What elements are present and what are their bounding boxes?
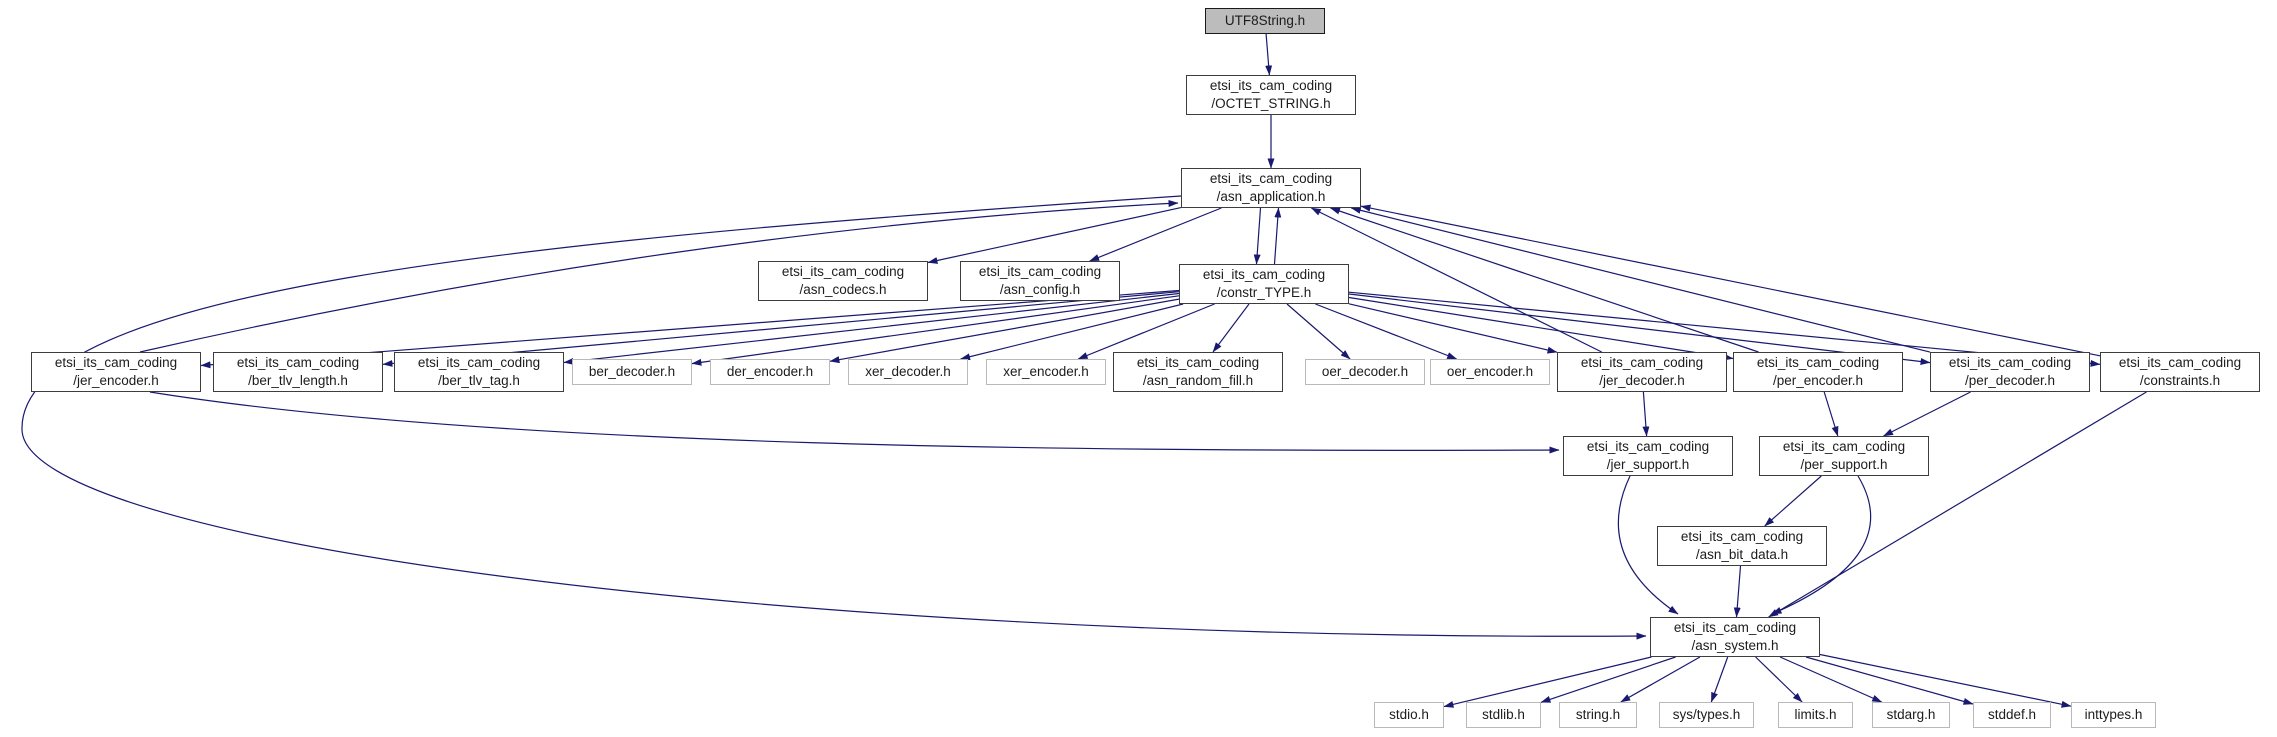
graph-node-constraints[interactable]: etsi_its_cam_coding /constraints.h [2100,352,2260,392]
edge-jer_encoder-asn_application [139,199,1179,353]
graph-node-asn_config[interactable]: etsi_its_cam_coding /asn_config.h [960,261,1120,301]
edge-jer_support-asn_system [1617,475,1679,615]
edge-asn_system-inttypes [1819,653,2072,708]
edge-constr_type-per_encoder [1348,296,1734,361]
graph-node-per_support[interactable]: etsi_its_cam_coding /per_support.h [1759,436,1929,476]
graph-node-xer_decoder: xer_decoder.h [848,359,968,385]
edge-constr_type-per_decoder [1348,293,1931,365]
edge-constr_type-der_encoder [829,298,1180,364]
graph-node-limits: limits.h [1778,702,1853,728]
edge-asn_system-stdio [1443,656,1652,708]
edge-asn_system-sys_types [1710,656,1729,703]
graph-node-asn_codecs[interactable]: etsi_its_cam_coding /asn_codecs.h [758,261,928,301]
graph-node-jer_encoder[interactable]: etsi_its_cam_coding /jer_encoder.h [31,352,201,392]
edge-constr_type-xer_encoder [1077,303,1215,360]
edge-per_decoder-asn_application [1350,206,1931,353]
edge-jer_decoder-jer_support [1642,391,1650,437]
graph-node-jer_decoder[interactable]: etsi_its_cam_coding /jer_decoder.h [1557,352,1727,392]
graph-node-inttypes: inttypes.h [2071,702,2156,728]
edge-constr_type-asn_application [1273,207,1282,265]
edge-constr_type-oer_encoder [1315,303,1458,360]
graph-node-stddef: stddef.h [1973,702,2051,728]
graph-node-asn_random_fill[interactable]: etsi_its_cam_coding /asn_random_fill.h [1113,352,1283,392]
graph-node-stdio: stdio.h [1374,702,1444,728]
edge-per_encoder-asn_application [1330,207,1759,353]
edge-asn_application-constr_type [1253,207,1262,265]
edge-asn_system-stdlib [1540,656,1676,703]
graph-node-constr_type[interactable]: etsi_its_cam_coding /constr_TYPE.h [1179,264,1349,304]
graph-node-asn_application[interactable]: etsi_its_cam_coding /asn_application.h [1181,168,1361,208]
edge-asn_bit_data-asn_system [1733,565,1742,618]
edge-jer_encoder-jer_support [149,391,1560,454]
graph-node-asn_system[interactable]: etsi_its_cam_coding /asn_system.h [1650,617,1820,657]
graph-node-string: string.h [1559,702,1637,728]
edge-constraints-asn_application [1360,204,2101,357]
edge-asn_application-asn_codecs [927,207,1182,264]
graph-node-per_encoder[interactable]: etsi_its_cam_coding /per_encoder.h [1733,352,1903,392]
edge-constraints-asn_system [1768,391,2147,618]
edge-utf8string-octet_string [1265,33,1273,76]
graph-node-ber_decoder: ber_decoder.h [572,359,692,385]
graph-node-per_decoder[interactable]: etsi_its_cam_coding /per_decoder.h [1930,352,2090,392]
graph-node-asn_bit_data[interactable]: etsi_its_cam_coding /asn_bit_data.h [1657,526,1827,566]
graph-node-stdarg: stdarg.h [1872,702,1950,728]
graph-node-utf8string: UTF8String.h [1205,8,1325,34]
edge-constr_type-oer_decoder [1286,303,1351,360]
edge-per_support-asn_system [1771,475,1872,615]
edge-asn_application-asn_system [21,195,1647,640]
edge-constr_type-xer_decoder [960,303,1184,361]
graph-node-ber_tlv_length[interactable]: etsi_its_cam_coding /ber_tlv_length.h [213,352,383,392]
graph-node-sys_types: sys/types.h [1659,702,1754,728]
edge-per_encoder-per_support [1823,391,1839,437]
graph-node-octet_string[interactable]: etsi_its_cam_coding /OCTET_STRING.h [1186,75,1356,115]
graph-node-ber_tlv_tag[interactable]: etsi_its_cam_coding /ber_tlv_tag.h [394,352,564,392]
edge-per_decoder-per_support [1883,391,1971,437]
edge-per_support-asn_bit_data [1764,475,1822,527]
edge-asn_system-string [1620,656,1701,703]
edge-asn_system-limits [1755,656,1803,703]
edge-constr_type-jer_decoder [1348,303,1558,354]
graph-node-der_encoder: der_encoder.h [710,359,830,385]
edge-jer_decoder-asn_application [1310,207,1602,353]
graph-node-xer_encoder: xer_encoder.h [986,359,1106,385]
edge-constr_type-ber_decoder [691,295,1180,366]
edge-asn_application-asn_config [1089,207,1222,262]
edge-constr_type-ber_tlv_tag [563,292,1180,365]
edge-asn_system-stddef [1805,656,1974,705]
edge-asn_system-stdarg [1779,656,1883,703]
graph-node-oer_decoder: oer_decoder.h [1305,359,1425,385]
graph-node-oer_encoder: oer_encoder.h [1430,359,1550,385]
graph-node-jer_support[interactable]: etsi_its_cam_coding /jer_support.h [1563,436,1733,476]
graph-node-stdlib: stdlib.h [1466,702,1541,728]
edge-constr_type-asn_random_fill [1212,303,1250,353]
